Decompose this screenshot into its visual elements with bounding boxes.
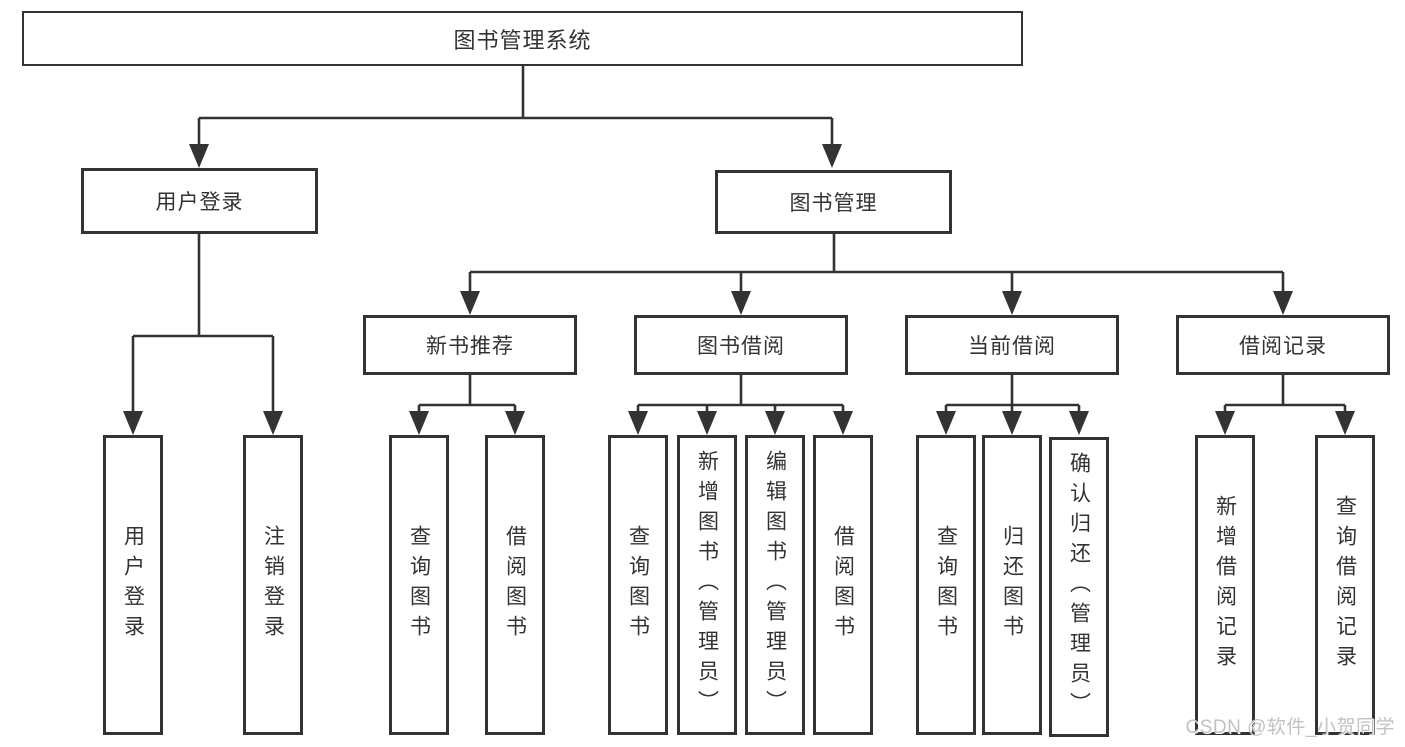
leaf-label: 注销登录: [261, 525, 285, 645]
node-current-borrow: 当前借阅: [905, 315, 1119, 375]
leaf-label: 查询借阅记录: [1333, 495, 1357, 675]
arrowhead-icon: [731, 291, 751, 315]
leaf-add-borrow-record: 新增借阅记录: [1195, 435, 1255, 735]
arrowhead-icon: [189, 144, 209, 168]
arrowhead-icon: [697, 411, 717, 435]
leaf-edit-book-admin: 编辑图书（管理员）: [745, 435, 805, 735]
leaf-confirm-return-admin: 确认归还（管理员）: [1049, 437, 1109, 737]
arrowhead-icon: [1002, 291, 1022, 315]
arrowhead-icon: [822, 144, 842, 168]
leaf-label: 借阅图书: [831, 525, 855, 645]
leaf-borrow-books-recommend: 借阅图书: [485, 435, 545, 735]
leaf-logout: 注销登录: [243, 435, 303, 735]
arrowhead-icon: [936, 411, 956, 435]
leaf-label: 查询图书: [934, 525, 958, 645]
leaf-label: 用户登录: [121, 525, 145, 645]
csdn-watermark: CSDN @软件_小贺同学: [1185, 717, 1395, 738]
leaf-query-books-current: 查询图书: [916, 435, 976, 735]
arrowhead-icon: [1069, 411, 1089, 435]
node-new-book-recommend: 新书推荐: [363, 315, 577, 375]
arrowhead-icon: [505, 411, 525, 435]
leaf-label: 归还图书: [1000, 525, 1024, 645]
leaf-label: 确认归还（管理员）: [1067, 452, 1091, 722]
node-book-borrow: 图书借阅: [634, 315, 848, 375]
leaf-label: 新增图书（管理员）: [695, 450, 719, 720]
node-borrow-records: 借阅记录: [1176, 315, 1390, 375]
node-label: 新书推荐: [426, 335, 514, 358]
leaf-user-login: 用户登录: [103, 435, 163, 735]
node-label: 借阅记录: [1239, 335, 1327, 358]
leaf-label: 查询图书: [626, 525, 650, 645]
leaf-query-books-borrow: 查询图书: [608, 435, 668, 735]
node-label: 图书管理: [789, 192, 878, 215]
node-label: 图书管理系统: [453, 27, 592, 53]
node-label: 当前借阅: [968, 335, 1056, 358]
leaf-label: 编辑图书（管理员）: [763, 450, 787, 720]
leaf-label: 新增借阅记录: [1213, 495, 1237, 675]
arrowhead-icon: [263, 411, 283, 435]
node-user-login: 用户登录: [81, 168, 318, 234]
arrowhead-icon: [833, 411, 853, 435]
node-label: 用户登录: [155, 191, 244, 214]
arrowhead-icon: [1002, 411, 1022, 435]
leaf-return-books: 归还图书: [982, 435, 1042, 735]
arrowhead-icon: [628, 411, 648, 435]
node-library-management-system: 图书管理系统: [22, 11, 1023, 66]
leaf-query-books-recommend: 查询图书: [389, 435, 449, 735]
leaf-borrow-books: 借阅图书: [813, 435, 873, 735]
leaf-label: 查询图书: [407, 525, 431, 645]
arrowhead-icon: [765, 411, 785, 435]
leaf-add-book-admin: 新增图书（管理员）: [677, 435, 737, 735]
leaf-query-borrow-record: 查询借阅记录: [1315, 435, 1375, 735]
arrowhead-icon: [460, 291, 480, 315]
arrowhead-icon: [1273, 291, 1293, 315]
arrowhead-icon: [409, 411, 429, 435]
node-label: 图书借阅: [697, 335, 785, 358]
node-book-management: 图书管理: [715, 170, 952, 234]
leaf-label: 借阅图书: [503, 525, 527, 645]
arrowhead-icon: [1335, 411, 1355, 435]
arrowhead-icon: [123, 411, 143, 435]
arrowhead-icon: [1215, 411, 1235, 435]
